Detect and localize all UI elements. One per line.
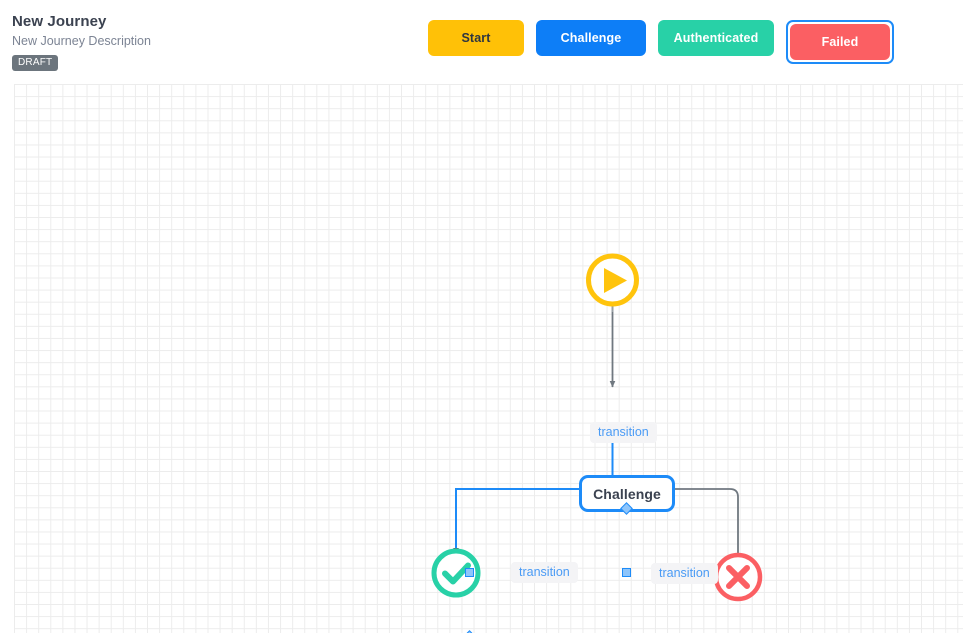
node-failed[interactable] [713,552,763,602]
node-start[interactable] [586,253,639,312]
edge-layer [431,253,763,602]
edge-challenge-to-authenticated[interactable] [453,428,614,555]
edge-handle-split-point[interactable] [622,568,631,577]
journey-canvas[interactable]: Challenge transition transition transiti… [14,84,963,633]
page-title: New Journey [12,13,107,30]
edge-label-challenge-to-failed[interactable]: transition [651,563,718,584]
node-palette: Start Challenge Authenticated Failed [428,20,894,64]
editor-header: New Journey New Journey Description DRAF… [0,0,978,84]
palette-button-challenge[interactable]: Challenge [536,20,646,56]
node-authenticated[interactable] [431,548,481,598]
palette-button-authenticated[interactable]: Authenticated [658,20,774,56]
node-challenge[interactable]: Challenge [579,475,675,512]
status-badge: DRAFT [12,55,59,71]
edge-label-challenge-to-authenticated[interactable]: transition [511,562,578,583]
edge-challenge-to-failed[interactable] [614,488,741,564]
journey-description: New Journey Description [12,34,151,48]
edge-label-start-to-challenge[interactable]: transition [590,422,657,443]
palette-button-failed-selection: Failed [786,20,894,64]
edge-handle-left-corner[interactable] [465,568,474,577]
journey-meta: New Journey New Journey Description DRAF… [12,13,151,71]
palette-button-start[interactable]: Start [428,20,524,56]
palette-button-failed[interactable]: Failed [790,24,890,60]
